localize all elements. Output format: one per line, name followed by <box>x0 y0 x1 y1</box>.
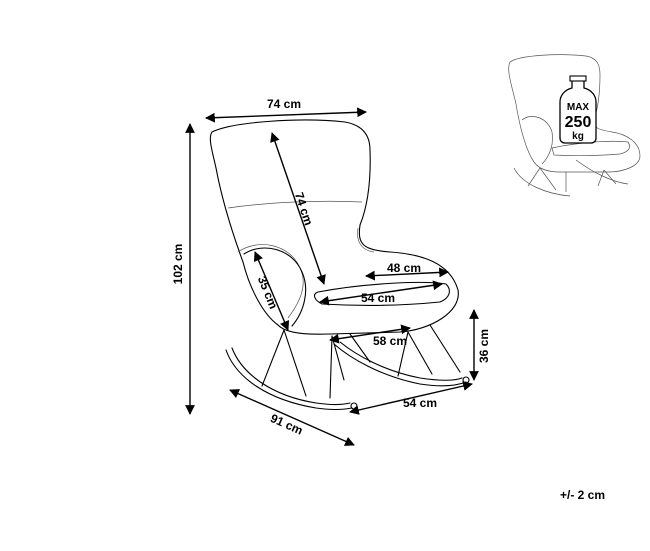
badge-unit-text: kg <box>572 131 584 142</box>
arrow-leg-spread <box>329 324 411 344</box>
label-total-height: 102 cm <box>171 244 185 285</box>
thumbnail-rocker-left <box>513 167 571 197</box>
dimension-arrows <box>185 107 479 446</box>
arrow-seat-width <box>319 280 443 306</box>
weight-badge: MAX 250 kg <box>559 75 597 144</box>
label-leg-spread: 58 cm <box>373 334 407 348</box>
arrow-base-width <box>349 381 473 415</box>
chair-backrest <box>209 119 459 335</box>
arrow-seat-depth <box>365 267 449 281</box>
arrow-armrest-height <box>253 251 290 331</box>
thumbnail-backrest <box>508 54 641 173</box>
right-rocker-inner <box>339 341 463 381</box>
thumbnail-chair: MAX 250 kg <box>508 54 641 197</box>
arrow-rocker-length <box>229 389 355 446</box>
badge-weight-value: 250 <box>565 114 592 131</box>
badge-max-text: MAX <box>567 102 590 113</box>
arrow-backrest-height <box>270 132 326 285</box>
label-seat-width: 54 cm <box>361 291 395 305</box>
tolerance-note: +/- 2 cm <box>560 488 606 502</box>
arrow-top-width <box>205 107 367 123</box>
chair-drawing <box>209 119 470 411</box>
label-base-width: 54 cm <box>403 396 437 410</box>
label-armrest-height: 35 cm <box>255 274 281 311</box>
right-arm-line <box>357 227 375 253</box>
thumbnail-rocker-right <box>575 159 629 185</box>
thumbnail-arm <box>521 116 553 165</box>
armrest-outline <box>243 247 307 327</box>
weight-bottle-icon <box>559 79 597 144</box>
left-rocker <box>225 349 353 411</box>
left-rocker-inner <box>231 347 351 406</box>
left-rocker-end <box>350 402 358 410</box>
label-seat-depth: 48 cm <box>387 261 421 275</box>
label-backrest-height: 74 cm <box>292 190 316 227</box>
label-seat-height: 36 cm <box>477 329 491 363</box>
label-top-width: 74 cm <box>267 97 301 111</box>
